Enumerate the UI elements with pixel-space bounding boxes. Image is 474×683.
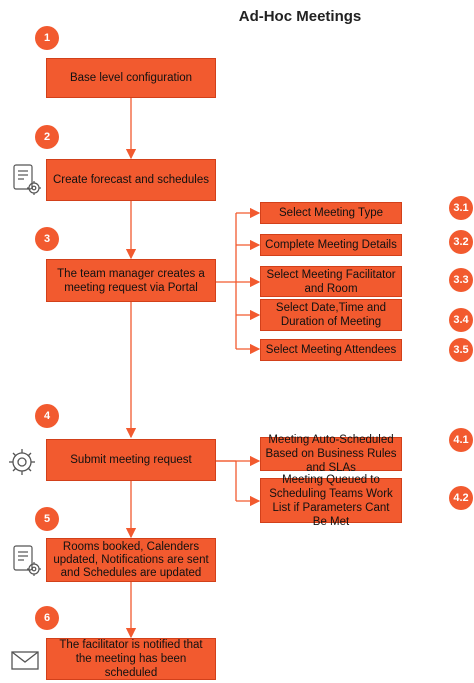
step-4-box: Submit meeting request [46, 439, 216, 481]
substep-3-2-label: Complete Meeting Details [265, 239, 397, 251]
substep-3-4-badge: 3.4 [449, 308, 473, 332]
substep-3-2-box: Complete Meeting Details [260, 234, 402, 256]
schedule-document-gear-icon [13, 164, 41, 195]
substep-3-5-box: Select Meeting Attendees [260, 339, 402, 361]
substep-3-3-label: Select Meeting Facilitator and Room [266, 268, 396, 295]
substep-3-5-badge: 3.5 [449, 338, 473, 362]
step-5-label: Rooms booked, Calenders updated, Notific… [53, 540, 209, 579]
step-1-badge: 1 [35, 26, 59, 50]
step-6-label: The facilitator is notified that the mee… [59, 639, 203, 679]
substep-3-1-box: Select Meeting Type [260, 202, 402, 224]
step-1-box: Base level configuration [46, 58, 216, 98]
substep-3-4-label: Select Date,Time and Duration of Meeting [275, 302, 387, 328]
step-6-box: The facilitator is notified that the mee… [46, 638, 216, 680]
step-2-box: Create forecast and schedules [46, 159, 216, 201]
step-2-label: Create forecast and schedules [53, 174, 209, 186]
substep-3-3-box: Select Meeting Facilitator and Room [260, 266, 402, 297]
substep-4-2-badge: 4.2 [449, 486, 473, 510]
step-6-badge: 6 [35, 606, 59, 630]
step-5-box: Rooms booked, Calenders updated, Notific… [46, 538, 216, 582]
substep-3-1-label: Select Meeting Type [279, 207, 383, 219]
step-2-badge: 2 [35, 125, 59, 149]
schedule-document-gear-icon [13, 545, 41, 576]
step-1-label: Base level configuration [69, 72, 193, 84]
substep-3-4-box: Select Date,Time and Duration of Meeting [260, 299, 402, 331]
step-5-badge: 5 [35, 507, 59, 531]
envelope-icon [11, 651, 39, 670]
substep-3-2-badge: 3.2 [449, 230, 473, 254]
step-3-badge: 3 [35, 227, 59, 251]
step-3-label: The team manager creates a meeting reque… [57, 267, 205, 294]
substep-4-1-label: Meeting Auto-Scheduled Based on Business… [265, 434, 397, 474]
substep-3-3-badge: 3.3 [449, 268, 473, 292]
substep-3-5-label: Select Meeting Attendees [265, 344, 397, 356]
substep-4-2-label: Meeting Queued to Scheduling Teams Work … [269, 473, 393, 528]
step-4-badge: 4 [35, 404, 59, 428]
substep-4-1-badge: 4.1 [449, 428, 473, 452]
diagram-title: Ad-Hoc Meetings [238, 8, 362, 25]
substep-4-2-box: Meeting Queued to Scheduling Teams Work … [260, 474, 402, 528]
gear-icon [9, 449, 35, 475]
step-4-label: Submit meeting request [70, 454, 192, 466]
substep-3-1-badge: 3.1 [449, 196, 473, 220]
substep-4-1-box: Meeting Auto-Scheduled Based on Business… [260, 434, 402, 474]
step-3-box: The team manager creates a meeting reque… [46, 259, 216, 302]
